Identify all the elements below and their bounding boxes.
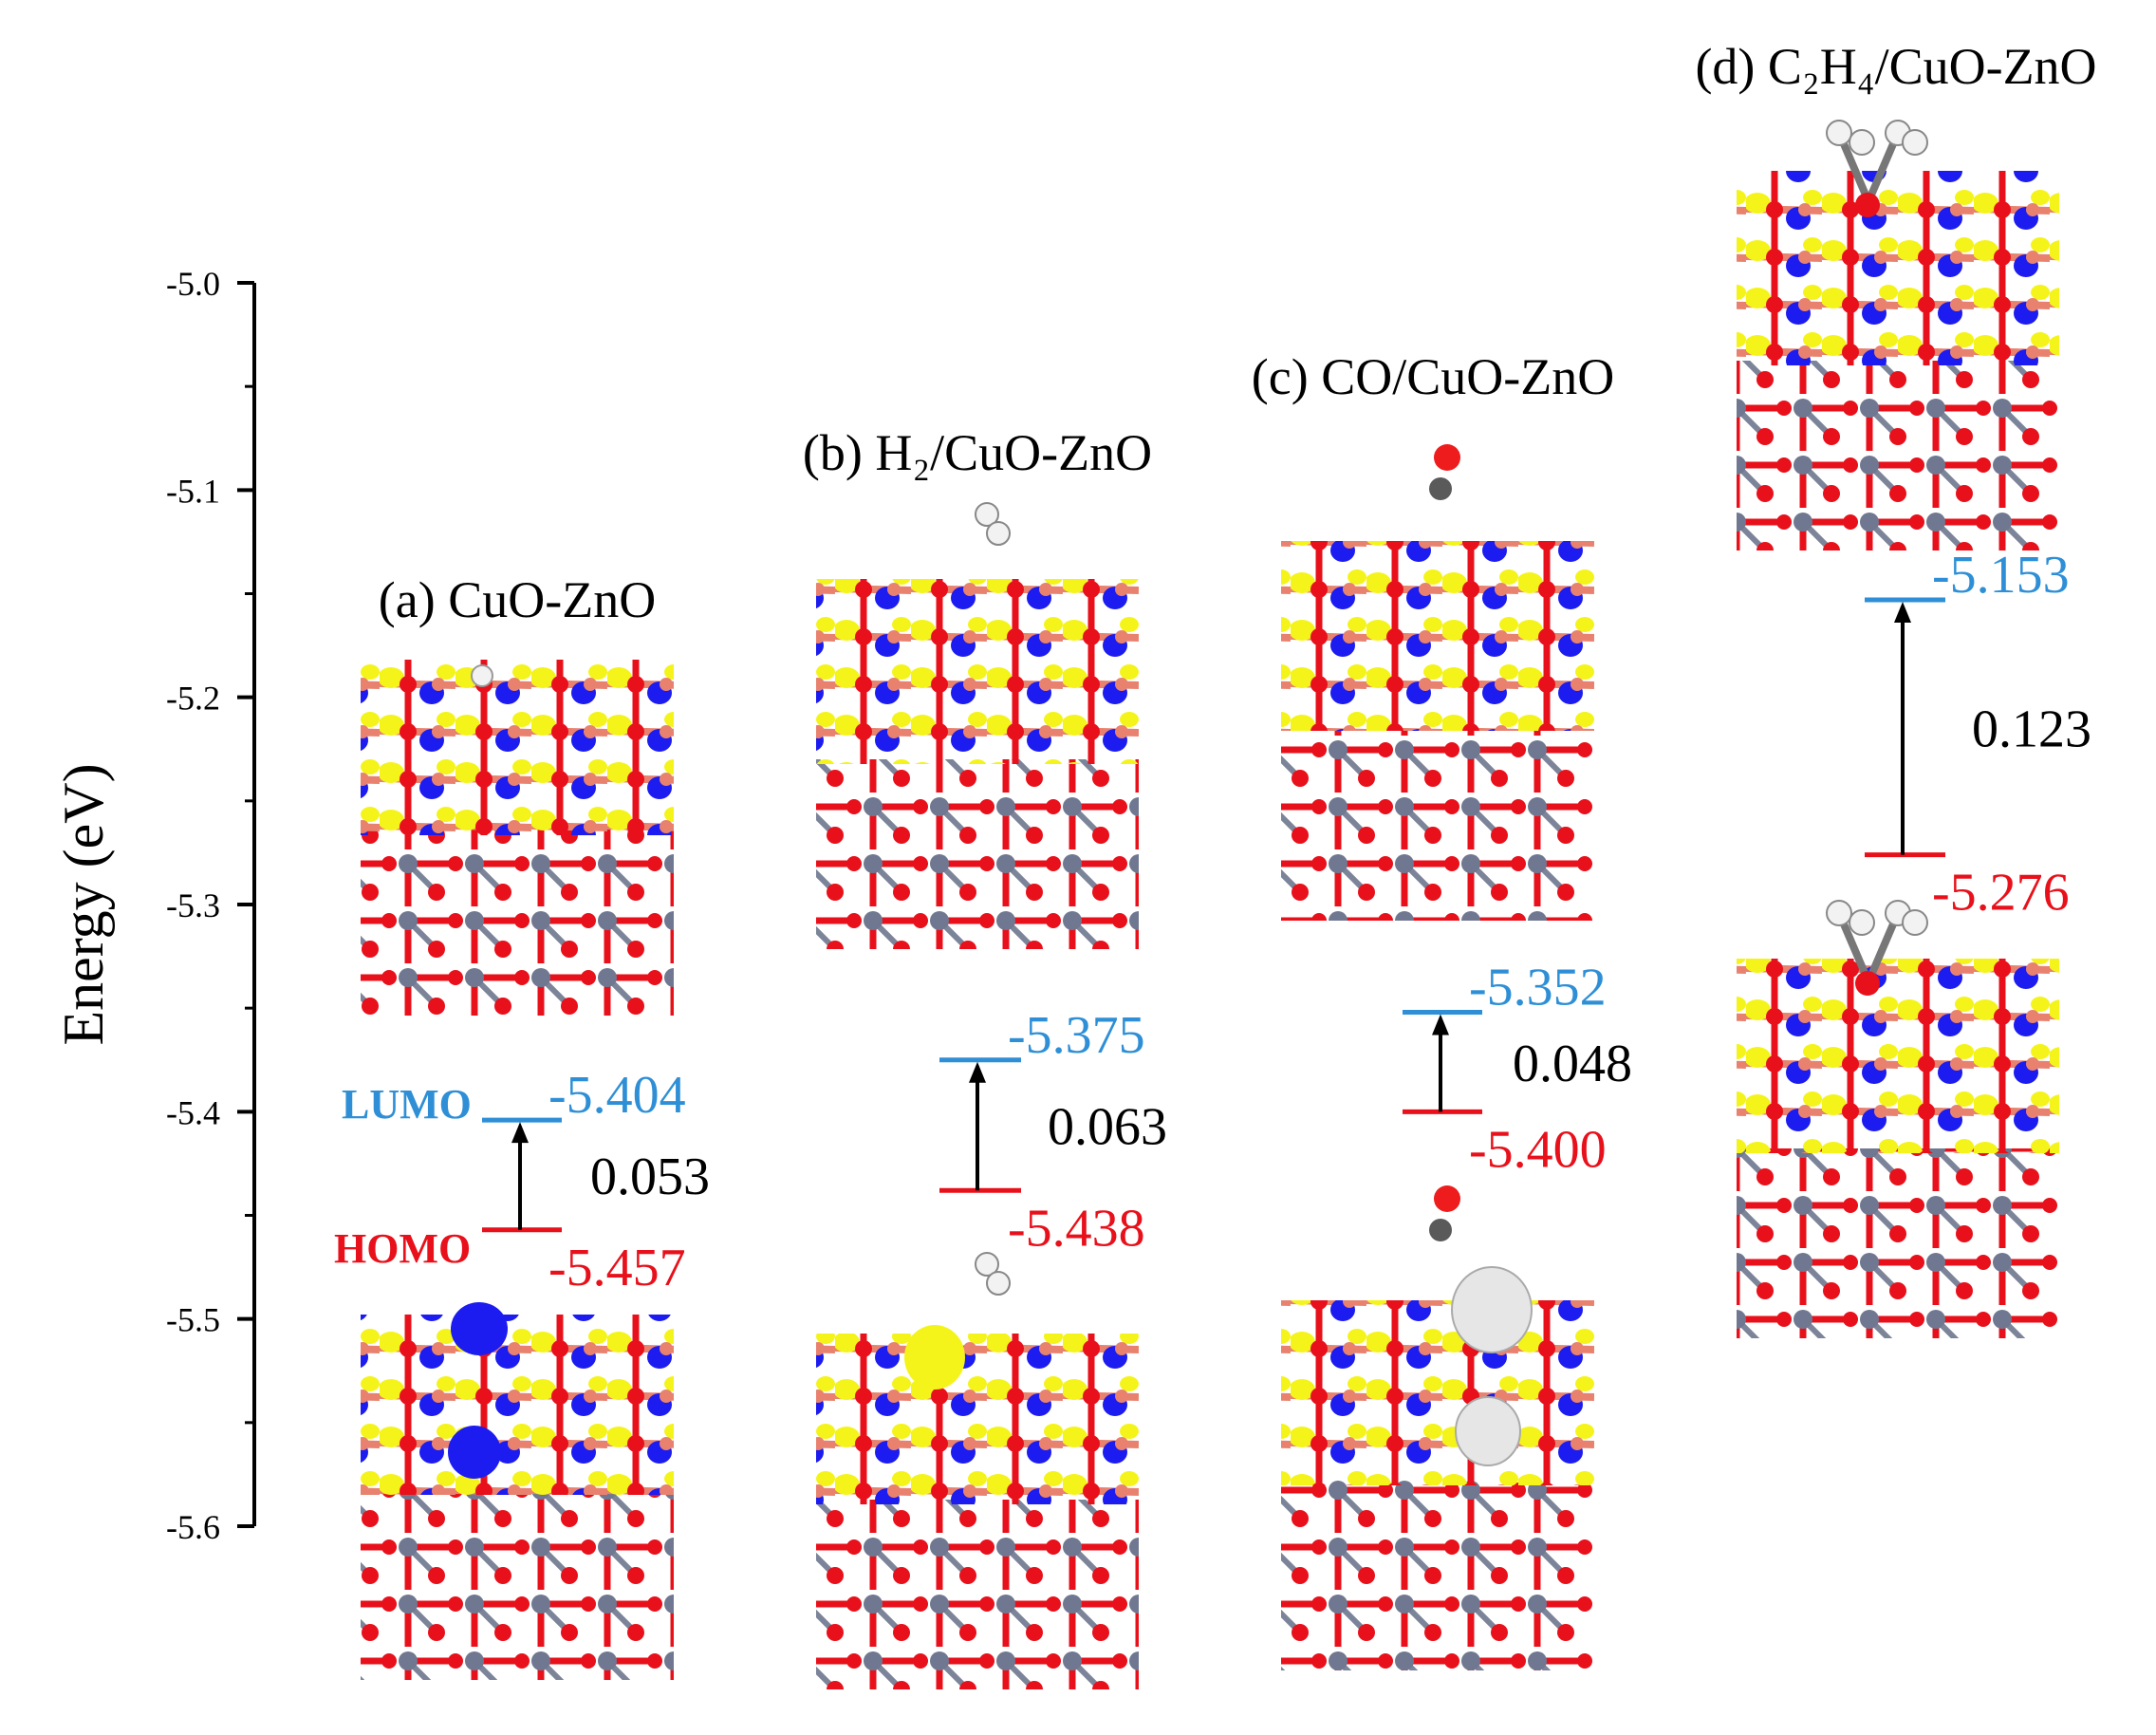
title-a: (a) CuO-ZnO bbox=[379, 571, 656, 628]
title-d: (d) C₂H₄/CuO-ZnO bbox=[1695, 38, 2096, 95]
structure-a-lumo bbox=[361, 660, 674, 1016]
structure-b-homo bbox=[816, 1252, 1139, 1689]
lumo-value-label: -5.375 bbox=[1008, 1006, 1145, 1065]
gap-arrowhead bbox=[1432, 1014, 1449, 1035]
y-axis-title: Energy (eV) bbox=[52, 763, 115, 1045]
title-b: (b) H₂/CuO-ZnO bbox=[803, 424, 1152, 481]
energy-levels: -5.404 -5.457 0.053 -5.375 -5.438 0.063 -5.352… bbox=[482, 546, 2091, 1297]
gap-value-label: 0.053 bbox=[590, 1147, 710, 1206]
gap-arrowhead bbox=[511, 1122, 529, 1144]
tick-label: -5.1 bbox=[166, 472, 220, 510]
tick-label: -5.0 bbox=[166, 265, 220, 303]
lumo-value-label: -5.404 bbox=[548, 1066, 686, 1125]
tick-label: -5.4 bbox=[166, 1093, 220, 1131]
panel-titles: (a) CuO-ZnO (b) H₂/CuO-ZnO (c) CO/CuO-Zn… bbox=[379, 38, 2097, 628]
structure-c-lumo bbox=[1281, 444, 1594, 921]
axis-ticks: -5.0 -5.1 -5.2 -5.3 -5.4 -5.5 -5.6 bbox=[166, 265, 254, 1546]
level-group-d: -5.153 -5.276 0.123 bbox=[1865, 546, 2091, 923]
tick-label: -5.6 bbox=[166, 1508, 220, 1546]
level-group-c: -5.352 -5.400 0.048 bbox=[1403, 959, 1632, 1179]
tick-label: -5.3 bbox=[166, 886, 220, 924]
homo-value-label: -5.400 bbox=[1469, 1120, 1607, 1179]
structure-a-homo bbox=[361, 1302, 674, 1680]
lumo-value-label: -5.352 bbox=[1469, 959, 1607, 1017]
structure-d-lumo bbox=[1737, 120, 2059, 550]
lumo-tag: LUMO bbox=[342, 1081, 472, 1128]
gap-value-label: 0.123 bbox=[1972, 700, 2091, 758]
structure-b-lumo bbox=[816, 502, 1139, 949]
tick-label: -5.2 bbox=[166, 680, 220, 718]
level-group-a: -5.404 -5.457 0.053 bbox=[482, 1066, 710, 1297]
title-c: (c) CO/CuO-ZnO bbox=[1252, 348, 1614, 405]
homo-value-label: -5.276 bbox=[1932, 864, 2070, 923]
homo-tag: HOMO bbox=[334, 1225, 471, 1272]
gap-value-label: 0.063 bbox=[1048, 1098, 1167, 1157]
tick-label: -5.5 bbox=[166, 1301, 220, 1339]
gap-arrowhead bbox=[969, 1061, 986, 1083]
gap-value-label: 0.048 bbox=[1513, 1035, 1632, 1093]
homo-value-label: -5.438 bbox=[1008, 1199, 1145, 1258]
homo-value-label: -5.457 bbox=[548, 1239, 686, 1297]
structure-d-homo bbox=[1737, 900, 2059, 1338]
structure-c-homo bbox=[1281, 1185, 1594, 1670]
lumo-value-label: -5.153 bbox=[1932, 546, 2070, 605]
level-group-b: -5.375 -5.438 0.063 bbox=[939, 1006, 1167, 1258]
energy-axis: -5.0 -5.1 -5.2 -5.3 -5.4 -5.5 -5.6 Energy (eV) bbox=[52, 265, 256, 1546]
structure-images bbox=[361, 120, 2059, 1689]
gap-arrowhead bbox=[1894, 602, 1911, 624]
